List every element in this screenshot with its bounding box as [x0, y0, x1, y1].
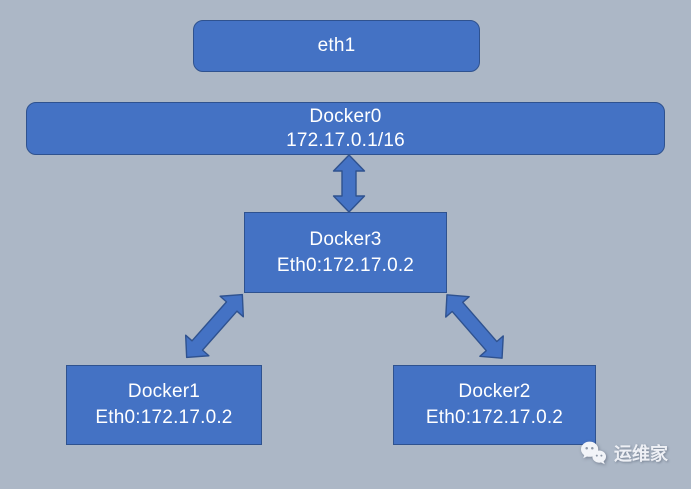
- node-eth1-label: eth1: [317, 35, 356, 56]
- node-docker1-subtitle: Eth0:172.17.0.2: [95, 407, 233, 428]
- arrow-docker3-docker2: [445, 294, 504, 359]
- node-docker3: Docker3 Eth0:172.17.0.2: [244, 212, 447, 293]
- node-docker0: Docker0 172.17.0.1/16: [26, 102, 665, 155]
- node-docker0-title: Docker0: [309, 105, 382, 127]
- node-docker1: Docker1 Eth0:172.17.0.2: [66, 365, 262, 445]
- node-docker2: Docker2 Eth0:172.17.0.2: [393, 365, 596, 445]
- node-docker2-title: Docker2: [458, 381, 531, 402]
- wechat-icon: [581, 441, 606, 464]
- node-docker2-subtitle: Eth0:172.17.0.2: [425, 407, 564, 428]
- arrow-docker0-docker3: [332, 154, 366, 213]
- node-eth1: eth1: [193, 20, 480, 72]
- node-docker1-title: Docker1: [127, 381, 201, 402]
- watermark: 运维家: [580, 440, 668, 466]
- arrow-docker3-docker1: [184, 293, 245, 359]
- node-docker0-subtitle: 172.17.0.1/16: [286, 129, 405, 151]
- node-docker3-title: Docker3: [309, 228, 382, 250]
- watermark-text: 运维家: [614, 444, 668, 464]
- node-docker3-subtitle: Eth0:172.17.0.2: [276, 254, 415, 276]
